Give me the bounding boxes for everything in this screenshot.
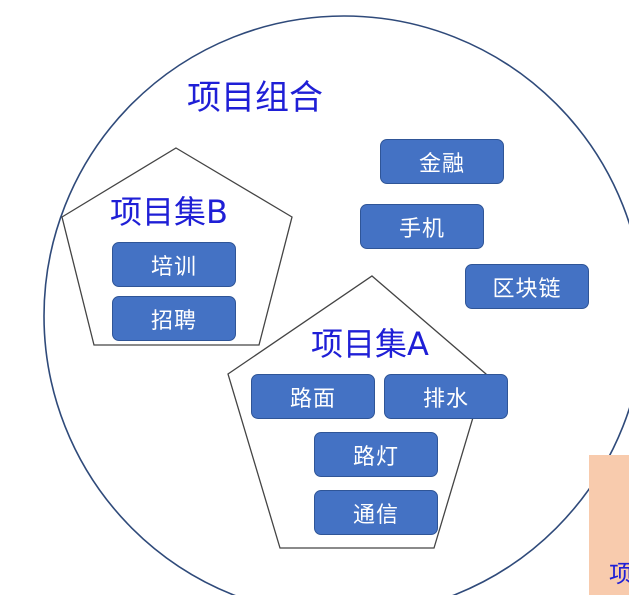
cropped-peach-shape — [589, 455, 629, 595]
project-box-finance[interactable]: 金融 — [380, 139, 504, 184]
project-box-recruiting[interactable]: 招聘 — [112, 296, 236, 341]
program-a-title: 项目集A — [311, 325, 429, 363]
project-box-training[interactable]: 培训 — [112, 242, 236, 287]
project-box-drainage[interactable]: 排水 — [384, 374, 508, 419]
program-b-pentagon — [61, 147, 293, 346]
project-box-road-surface[interactable]: 路面 — [251, 374, 375, 419]
cropped-shape-text: 项 — [609, 562, 629, 586]
program-b-title: 项目集B — [110, 193, 228, 231]
project-box-street-lights[interactable]: 路灯 — [314, 432, 438, 477]
project-box-blockchain[interactable]: 区块链 — [465, 264, 589, 309]
portfolio-circle — [43, 15, 629, 595]
portfolio-title: 项目组合 — [187, 78, 323, 118]
program-a-pentagon — [227, 275, 487, 549]
project-box-phone[interactable]: 手机 — [360, 204, 484, 249]
project-box-communications[interactable]: 通信 — [314, 490, 438, 535]
